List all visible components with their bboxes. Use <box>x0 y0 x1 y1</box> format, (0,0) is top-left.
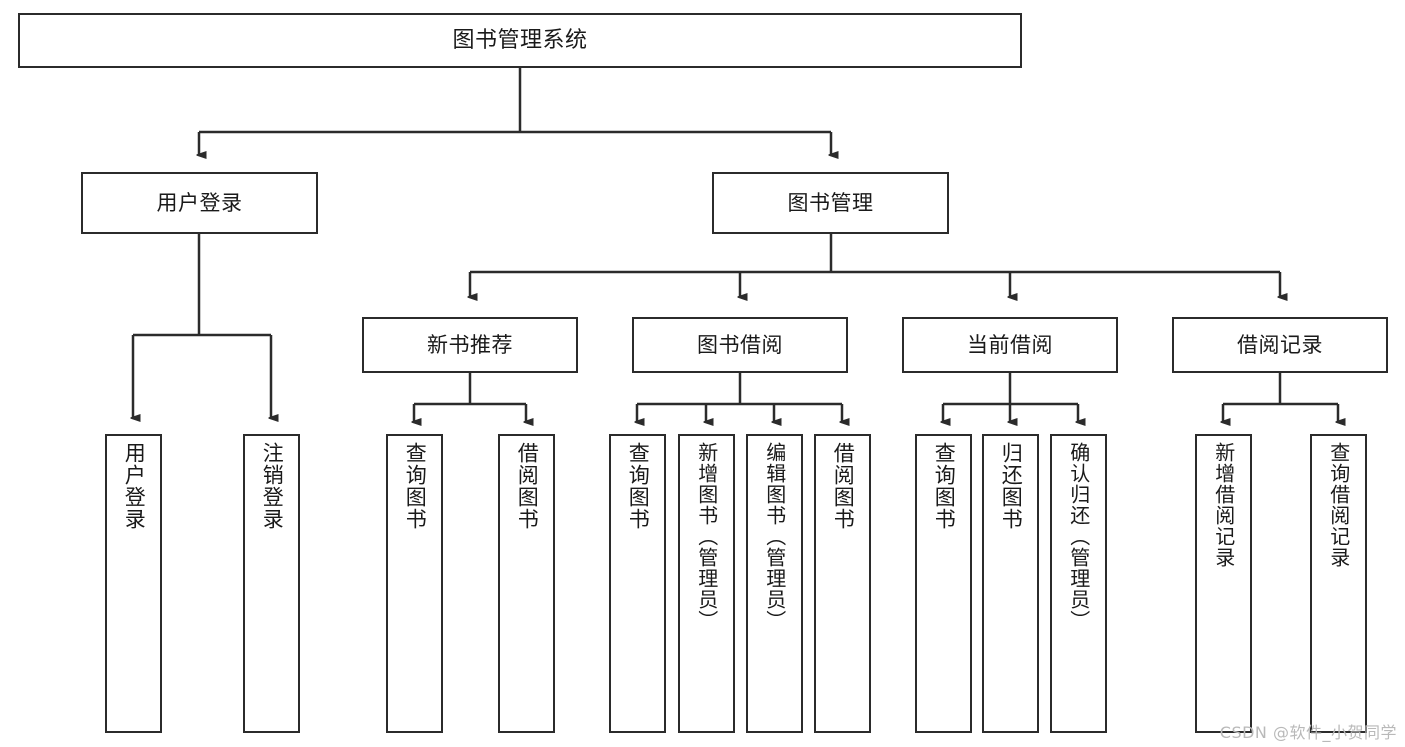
leaf-book-borrow-edit-book[interactable]: 编辑图书（管理员） <box>746 434 803 733</box>
node-root-label: 图书管理系统 <box>452 27 588 53</box>
leaf-label: 新增图书（管理员） <box>694 442 719 631</box>
leaf-new-book-borrow-book[interactable]: 借阅图书 <box>498 434 555 733</box>
leaf-label: 借阅图书 <box>515 442 540 530</box>
node-new-book-recommend[interactable]: 新书推荐 <box>362 317 578 373</box>
leaf-label: 确认归还（管理员） <box>1066 442 1091 631</box>
node-book-management[interactable]: 图书管理 <box>712 172 949 234</box>
leaf-label: 用户登录 <box>122 442 147 530</box>
node-root-system[interactable]: 图书管理系统 <box>18 13 1022 68</box>
node-current-borrow-label: 当前借阅 <box>967 332 1053 357</box>
leaf-current-borrow-confirm-return[interactable]: 确认归还（管理员） <box>1050 434 1107 733</box>
leaf-user-login-logout[interactable]: 注销登录 <box>243 434 300 733</box>
leaf-current-borrow-return-book[interactable]: 归还图书 <box>982 434 1039 733</box>
node-book-borrow[interactable]: 图书借阅 <box>632 317 848 373</box>
leaf-current-borrow-query-book[interactable]: 查询图书 <box>915 434 972 733</box>
node-book-management-label: 图书管理 <box>787 190 874 215</box>
leaf-label: 新增借阅记录 <box>1211 442 1236 568</box>
leaf-borrow-record-add-record[interactable]: 新增借阅记录 <box>1195 434 1252 733</box>
leaf-borrow-record-query-record[interactable]: 查询借阅记录 <box>1310 434 1367 733</box>
leaf-label: 借阅图书 <box>831 442 856 530</box>
node-user-login-label: 用户登录 <box>156 190 243 215</box>
node-user-login[interactable]: 用户登录 <box>81 172 318 234</box>
node-borrow-record-label: 借阅记录 <box>1237 332 1323 357</box>
leaf-book-borrow-borrow-book[interactable]: 借阅图书 <box>814 434 871 733</box>
leaf-label: 查询图书 <box>626 442 651 530</box>
node-borrow-record[interactable]: 借阅记录 <box>1172 317 1388 373</box>
watermark-text: CSDN @软件_小贺同学 <box>1219 723 1397 742</box>
leaf-new-book-query-book[interactable]: 查询图书 <box>386 434 443 733</box>
node-new-book-recommend-label: 新书推荐 <box>427 332 513 357</box>
node-current-borrow[interactable]: 当前借阅 <box>902 317 1118 373</box>
leaf-book-borrow-add-book[interactable]: 新增图书（管理员） <box>678 434 735 733</box>
leaf-user-login-login[interactable]: 用户登录 <box>105 434 162 733</box>
leaf-label: 归还图书 <box>999 442 1024 530</box>
leaf-label: 查询借阅记录 <box>1326 442 1351 568</box>
leaf-label: 查询图书 <box>932 442 957 530</box>
node-book-borrow-label: 图书借阅 <box>697 332 783 357</box>
leaf-label: 查询图书 <box>403 442 428 530</box>
leaf-label: 编辑图书（管理员） <box>762 442 787 631</box>
leaf-label: 注销登录 <box>260 442 285 530</box>
leaf-book-borrow-query-book[interactable]: 查询图书 <box>609 434 666 733</box>
